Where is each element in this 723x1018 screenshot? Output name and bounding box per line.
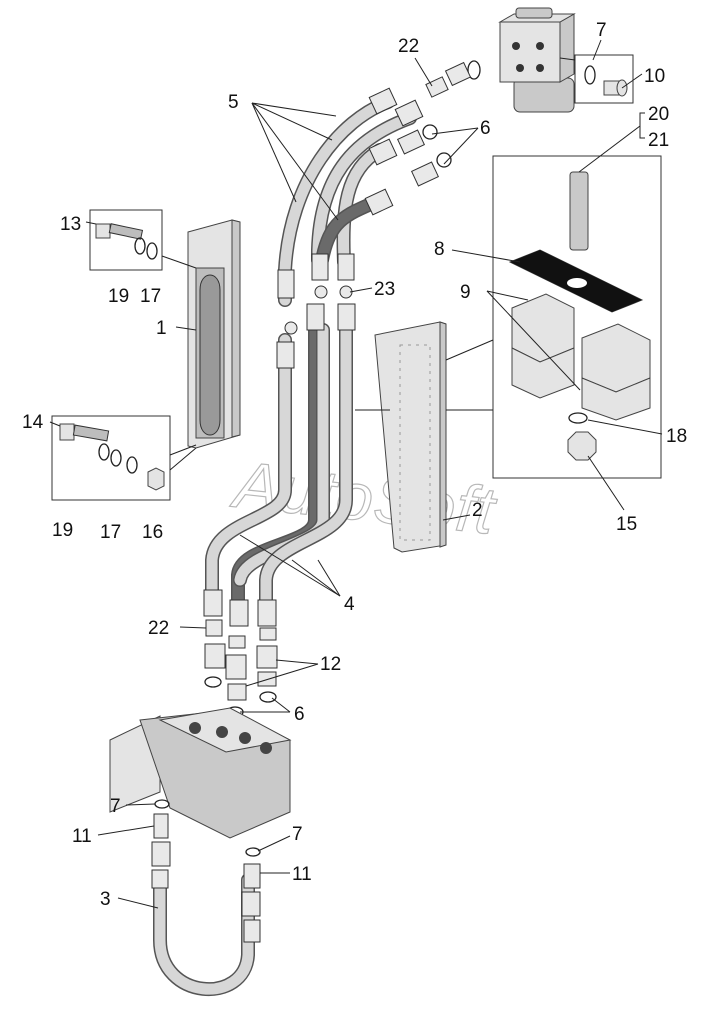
- bracket-2: [374, 321, 447, 553]
- callout-5: 5: [228, 92, 239, 113]
- callout-7-right: 7: [292, 824, 303, 845]
- callout-13: 13: [60, 214, 81, 235]
- callout-17-lower: 17: [100, 522, 121, 543]
- callout-23: 23: [374, 279, 395, 300]
- callout-7-left: 7: [110, 796, 121, 817]
- callout-19-lower: 19: [52, 520, 73, 541]
- bottom-fittings: [204, 619, 278, 718]
- callout-22-bottom: 22: [148, 618, 169, 639]
- callout-21: 21: [648, 130, 669, 151]
- callout-7-top: 7: [596, 20, 607, 41]
- callout-10: 10: [644, 66, 665, 87]
- callout-17-upper: 17: [140, 286, 161, 307]
- steering-unit: [498, 7, 576, 113]
- callout-9: 9: [460, 282, 471, 303]
- bracket-1: [187, 219, 241, 449]
- callout-1: 1: [156, 318, 167, 339]
- callouts: 22 7 10 5 6 20 21 13 8 19 17 23 9 1 18 1…: [22, 20, 687, 910]
- callout-20: 20: [648, 104, 669, 125]
- bolt-13-group: [89, 209, 163, 271]
- part-10-plug: [574, 54, 634, 104]
- callout-22-top: 22: [398, 36, 419, 57]
- callout-18: 18: [666, 426, 687, 447]
- clamp-kit: [492, 155, 662, 479]
- callout-4: 4: [344, 594, 355, 615]
- callout-11-left: 11: [72, 826, 92, 847]
- callout-16: 16: [142, 522, 163, 543]
- hoses-4: [203, 285, 356, 627]
- callout-14: 14: [22, 412, 44, 433]
- callout-6-bottom: 6: [294, 704, 305, 725]
- callout-11-right: 11: [292, 864, 312, 885]
- callout-19-upper: 19: [108, 286, 129, 307]
- callout-12: 12: [320, 654, 341, 675]
- hoses-5: [277, 87, 424, 307]
- callout-2: 2: [472, 500, 483, 521]
- callout-6-top: 6: [480, 118, 491, 139]
- callout-3: 3: [100, 889, 111, 910]
- callout-8: 8: [434, 239, 445, 260]
- leader-lines: [49, 39, 663, 909]
- watermark: AutoSoft: [227, 447, 500, 548]
- bolt-14-group: [51, 415, 171, 501]
- callout-15: 15: [616, 514, 637, 535]
- hose-3: [151, 799, 261, 996]
- distributor-block: [109, 707, 292, 839]
- top-fittings: [396, 60, 481, 187]
